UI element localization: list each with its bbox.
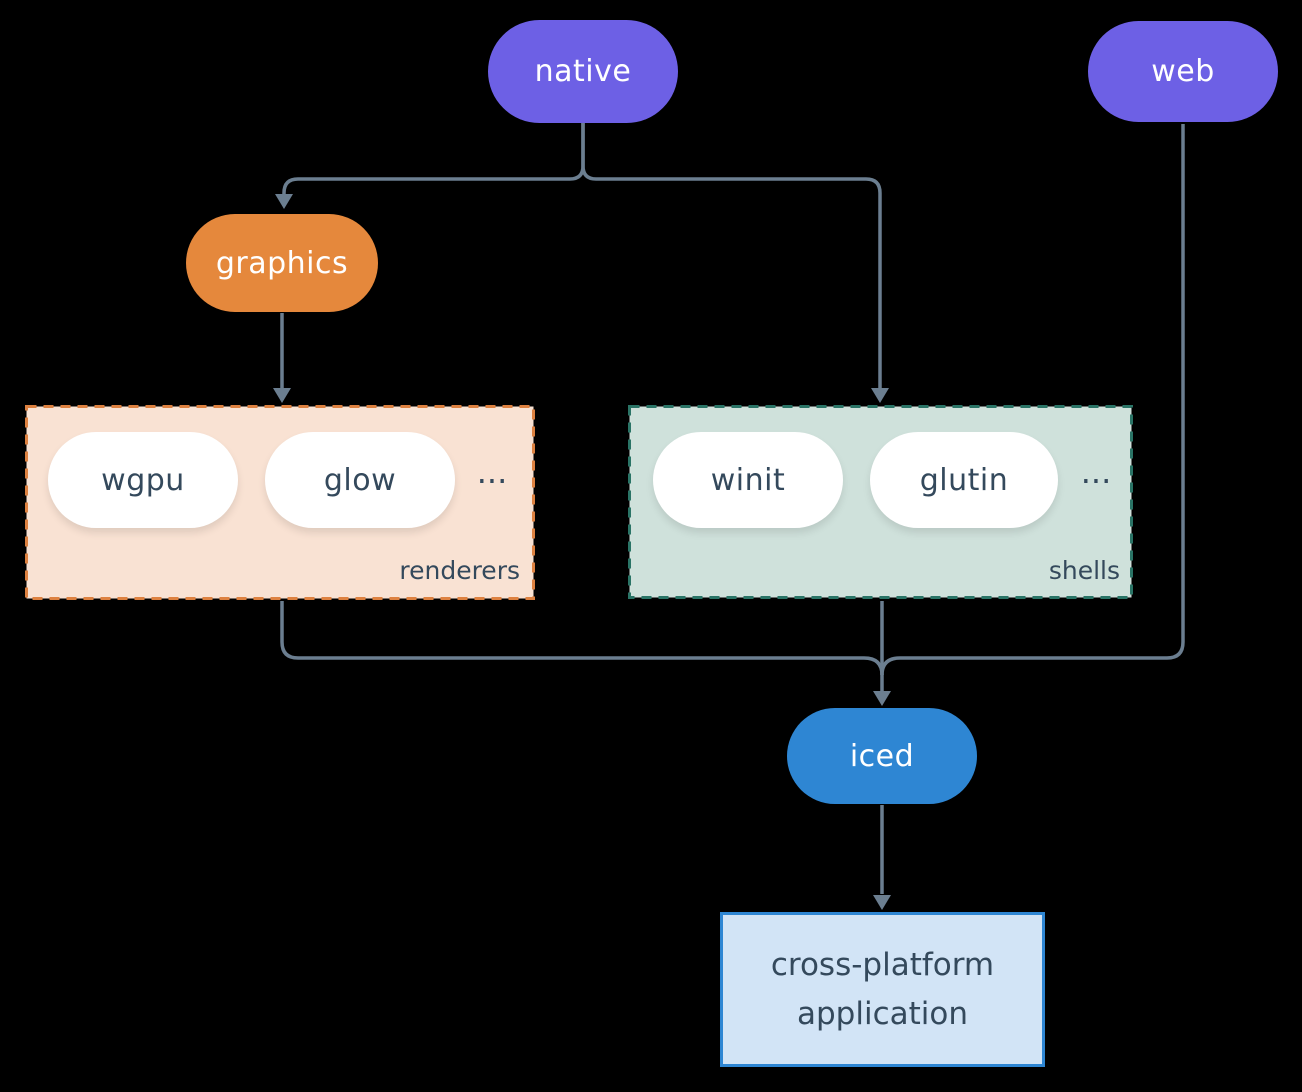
arrowhead-into-shells	[871, 388, 889, 403]
edge-native-shells	[581, 123, 882, 389]
arrowhead-into-iced	[873, 691, 891, 706]
shells-ellipsis: ...	[1080, 453, 1112, 491]
cross-platform-application-box: cross-platform application	[720, 912, 1045, 1067]
shells-group-label: shells	[1048, 556, 1120, 585]
node-wgpu: wgpu	[48, 432, 238, 528]
edge-native-graphics	[282, 123, 585, 196]
arrowhead-into-renderers	[273, 388, 291, 403]
arrowhead-into-app	[873, 895, 891, 910]
node-winit: winit	[653, 432, 843, 528]
renderers-group-label: renderers	[399, 556, 520, 585]
renderers-ellipsis: ...	[476, 453, 508, 491]
node-glutin: glutin	[870, 432, 1058, 528]
edge-web-merge	[880, 124, 1185, 676]
node-glow: glow	[265, 432, 455, 528]
node-web: web	[1088, 21, 1278, 122]
app-label-line1: cross-platform	[770, 947, 995, 984]
node-graphics: graphics	[186, 214, 378, 312]
arrowhead-into-graphics	[275, 194, 293, 209]
node-iced: iced	[787, 708, 977, 804]
edge-renderers-merge	[280, 601, 884, 676]
app-label-line2: application	[797, 995, 968, 1032]
node-native: native	[488, 20, 678, 123]
